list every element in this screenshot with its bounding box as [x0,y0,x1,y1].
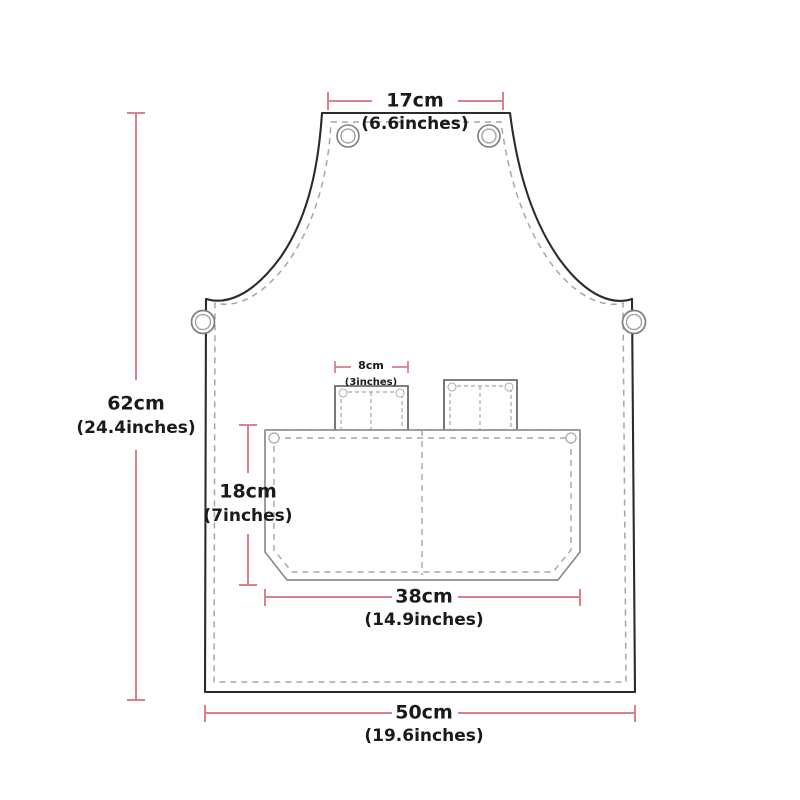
grommet-waist-right [621,309,647,335]
grommets-group [190,124,647,335]
pocket-height-imperial-label: (7inches) [203,506,292,526]
apron-front-pocket-group [264,429,581,581]
total-height-metric-label: 62cm [107,393,165,415]
pocket-flap-width-dimension: 8cm (3inches) [334,359,409,388]
total-height-imperial-label: (24.4inches) [76,418,195,438]
pocket-width-dimension: 38cm (14.9inches) [264,586,581,630]
grommet-bib-left [336,124,360,148]
rivet-right-flap-top-right [504,382,514,392]
rivet-right-flap-top-left [447,382,457,392]
tool-loop-right-stitch [449,385,512,432]
bib-top-width-metric-label: 17cm [386,90,444,112]
apron-body-stitch-line [213,121,627,683]
pocket-flap-width-metric-label: 8cm [358,359,384,372]
hem-width-metric-label: 50cm [395,702,453,724]
total-height-dimension: 62cm (24.4inches) [76,112,196,701]
hem-width-imperial-label: (19.6inches) [364,726,483,746]
pocket-width-imperial-label: (14.9inches) [364,610,483,630]
rivet-pocket-top-left [268,432,280,444]
rivets-group [268,382,577,444]
bib-top-width-dimension: 17cm (6.6inches) [327,90,504,134]
tool-loop-left-stitch [340,391,403,432]
grommet-waist-left [190,309,216,335]
rivet-left-flap-top-right [395,388,405,398]
pocket-height-dimension: 18cm (7inches) [203,424,293,586]
rivet-pocket-top-right [565,432,577,444]
hem-width-dimension: 50cm (19.6inches) [204,702,636,746]
bib-top-width-imperial-label: (6.6inches) [361,114,468,134]
grommet-bib-right [477,124,501,148]
pocket-width-metric-label: 38cm [395,586,453,608]
rivet-left-flap-top-left [338,388,348,398]
pocket-flap-width-imperial-label: (3inches) [345,377,397,388]
pocket-height-metric-label: 18cm [219,481,277,503]
